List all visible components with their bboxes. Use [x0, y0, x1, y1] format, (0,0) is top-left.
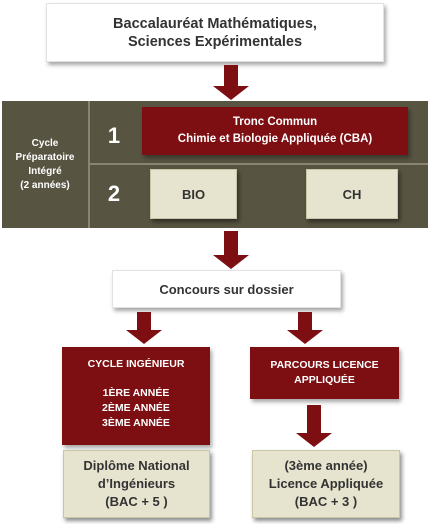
- option-ch-box: CH: [306, 169, 398, 219]
- diplome-ingenieur-line-2: d’Ingénieurs: [97, 476, 176, 491]
- tronc-commun-line-1: Tronc Commun: [232, 116, 318, 128]
- arrow-concours-to-licence: [287, 312, 323, 344]
- diplome-ingenieur-line-1: Diplôme National: [83, 458, 190, 473]
- licence-diploma-line-3: (BAC + 3 ): [294, 494, 358, 509]
- licence-box: PARCOURS LICENCE APPLIQUÉE: [250, 347, 399, 399]
- row-divider: [89, 163, 428, 165]
- column-divider: [88, 101, 90, 228]
- row-number-2-text: 2: [107, 181, 121, 206]
- licence-title-line-1: PARCOURS LICENCE: [270, 359, 379, 371]
- year-2: 2ÈME ANNÉE: [102, 402, 170, 414]
- option-ch-label: CH: [342, 186, 362, 202]
- concours-label: Concours sur dossier: [159, 281, 294, 297]
- arrow-cycle-to-concours: [213, 231, 249, 269]
- diplome-ingenieur-box: Diplôme National d’Ingénieurs (BAC + 5 ): [63, 450, 210, 518]
- bac-line-1: Baccalauréat Mathématiques,: [113, 15, 317, 32]
- option-bio-label: BIO: [181, 186, 206, 202]
- tronc-commun-line-2: Chimie et Biologie Appliquée (CBA): [177, 133, 373, 145]
- row-number-2: 2: [92, 174, 136, 214]
- cycle-ingenieur-title: CYCLE INGÉNIEUR: [87, 358, 185, 370]
- licence-diploma-line-2: Licence Appliquée: [268, 476, 384, 491]
- year-1: 1ÈRE ANNÉE: [102, 387, 170, 399]
- row-number-1: 1: [92, 116, 136, 156]
- cycle-ingenieur-box: CYCLE INGÉNIEUR 1ÈRE ANNÉE 2ÈME ANNÉE 3È…: [62, 347, 210, 445]
- arrow-concours-to-ingenieur: [126, 312, 162, 344]
- bac-line-2: Sciences Expérimentales: [127, 33, 303, 50]
- concours-box: Concours sur dossier: [112, 270, 341, 308]
- cycle-prep-label: Cycle Préparatoire Intégré (2 années): [2, 101, 88, 228]
- tronc-commun-box: Tronc Commun Chimie et Biologie Appliqué…: [142, 107, 408, 155]
- cycle-prep-line-3: Intégré: [28, 165, 62, 177]
- arrow-bac-to-cycle: [213, 65, 249, 100]
- licence-title-line-2: APPLIQUÉE: [294, 374, 355, 386]
- diplome-ingenieur-line-3: (BAC + 5 ): [105, 494, 168, 509]
- option-bio-box: BIO: [150, 169, 237, 219]
- cycle-prep-line-4: (2 années): [20, 179, 70, 191]
- bac-box: Baccalauréat Mathématiques, Sciences Exp…: [46, 3, 384, 62]
- licence-diploma-line-1: (3ème année): [284, 458, 368, 473]
- cycle-prep-line-2: Préparatoire: [15, 151, 75, 163]
- licence-diploma-box: (3ème année) Licence Appliquée (BAC + 3 …: [252, 450, 400, 518]
- arrow-licence-to-diploma: [296, 405, 332, 447]
- year-3: 3ÈME ANNÉE: [102, 417, 170, 429]
- cycle-prep-line-1: Cycle: [31, 137, 59, 149]
- row-number-1-text: 1: [107, 123, 121, 148]
